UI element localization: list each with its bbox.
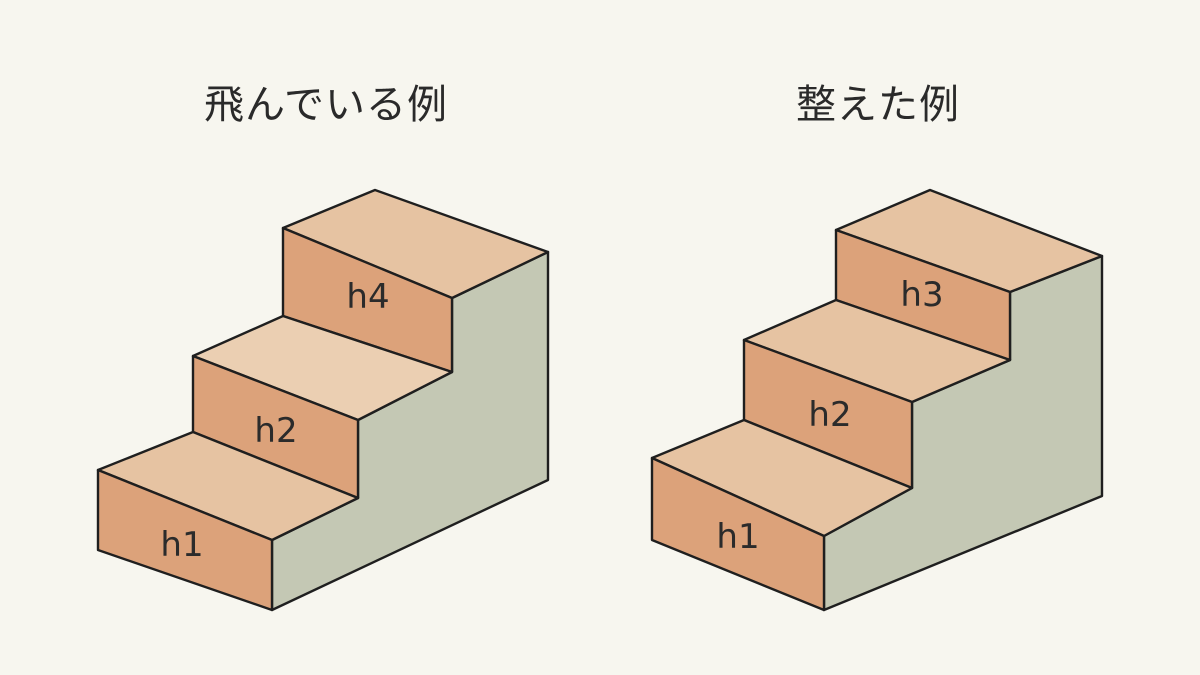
left-panel-title: 飛んでいる例: [204, 82, 448, 128]
left-step-h1-label: h1: [160, 525, 203, 565]
right-step-h1-riser: [650, 456, 826, 612]
right-panel-title: 整えた例: [796, 82, 960, 128]
left-step-h2-label: h2: [254, 411, 297, 451]
left-staircase: h4 h2 h1: [96, 188, 550, 612]
right-step-h1-label: h1: [716, 517, 759, 557]
right-step-h3-label: h3: [900, 275, 943, 315]
right-staircase: h3 h2 h1: [650, 188, 1104, 612]
right-step-h2-label: h2: [808, 395, 851, 435]
left-step-h1-riser: [96, 468, 274, 612]
left-step-h4-label: h4: [346, 277, 389, 317]
